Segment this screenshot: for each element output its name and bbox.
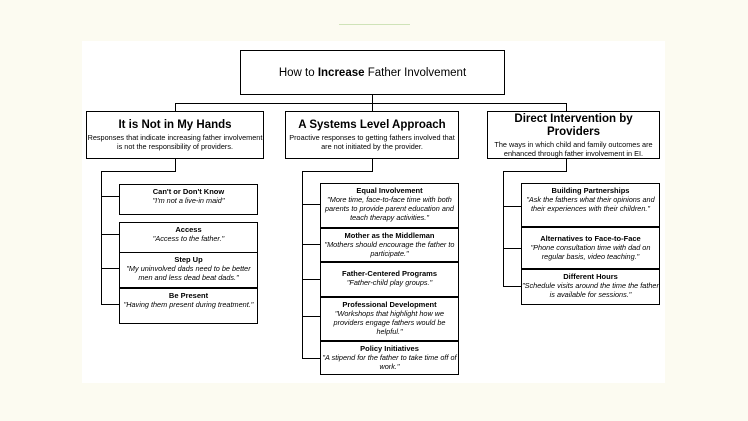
column-header-not-in-my-hands: It is Not in My Hands Responses that ind… — [86, 111, 264, 159]
column-description: Proactive responses to getting fathers i… — [289, 133, 455, 151]
column-heading: It is Not in My Hands — [118, 119, 232, 131]
item-quote: "Schedule visits around the time the fat… — [522, 281, 659, 299]
connector-col2-item4 — [302, 316, 320, 317]
item-title: Equal Involvement — [356, 186, 423, 195]
connector-col3-down — [566, 103, 567, 111]
connector-col2-down — [372, 103, 373, 111]
item-quote: "A stipend for the father to take time o… — [322, 353, 457, 371]
connector-col3-item3 — [503, 286, 521, 287]
connector-col1-head-stub — [101, 171, 175, 172]
column-description: Responses that indicate increasing fathe… — [87, 133, 263, 151]
connector-col1-item2 — [101, 234, 119, 235]
item-quote: "I'm not a live-in maid" — [152, 196, 225, 205]
connector-col1-item1 — [101, 196, 119, 197]
column-description: The ways in which child and family outco… — [494, 140, 653, 158]
connector-col3-item2 — [503, 248, 521, 249]
item-quote: "My uninvolved dads need to be better me… — [126, 264, 251, 282]
list-item: Equal Involvement "More time, face-to-fa… — [320, 183, 459, 228]
connector-col3-item1 — [503, 206, 521, 207]
item-title: Alternatives to Face-to-Face — [540, 234, 641, 243]
top-divider — [339, 24, 410, 25]
connector-col2-item3 — [302, 279, 320, 280]
connector-col2-spine — [302, 171, 303, 358]
connector-horizontal — [175, 103, 566, 104]
title-emphasis: Increase — [317, 66, 365, 79]
list-item: Be Present "Having them present during t… — [119, 288, 258, 324]
column-header-direct-intervention: Direct Intervention by Providers The way… — [487, 111, 660, 159]
item-title: Be Present — [168, 291, 209, 300]
item-quote: "Having them present during treatment." — [123, 300, 254, 309]
item-quote: "Workshops that highlight how we provide… — [333, 309, 446, 336]
connector-col1-item4 — [101, 304, 119, 305]
list-item: Access "Access to the father." — [119, 222, 258, 253]
connector-col3-spine — [503, 171, 504, 286]
list-item: Policy Initiatives "A stipend for the fa… — [320, 341, 459, 375]
item-quote: "Ask the fathers what their opinions and… — [526, 195, 655, 213]
item-title: Can't or Don't Know — [152, 187, 225, 196]
item-title: Building Partnerships — [551, 186, 630, 195]
item-quote: "Mothers should encourage the father to … — [324, 240, 455, 258]
connector-col3-head-stub — [503, 171, 566, 172]
list-item: Building Partnerships "Ask the fathers w… — [521, 183, 660, 227]
item-title: Different Hours — [563, 272, 618, 281]
connector-col2-head-stub-v — [372, 159, 373, 172]
connector-col1-item3 — [101, 268, 119, 269]
item-title: Access — [175, 225, 202, 234]
connector-col2-head-stub — [302, 171, 372, 172]
diagram-title: How to Increase Father Involvement — [279, 67, 466, 79]
connector-col2-item2 — [302, 244, 320, 245]
title-suffix: Father Involvement — [364, 66, 467, 79]
item-title: Mother as the Middleman — [344, 231, 435, 240]
list-item: Mother as the Middleman "Mothers should … — [320, 228, 459, 262]
item-title: Professional Development — [342, 300, 437, 309]
column-header-systems-level: A Systems Level Approach Proactive respo… — [285, 111, 459, 159]
diagram-title-box: How to Increase Father Involvement — [240, 50, 505, 95]
connector-col1-down — [175, 103, 176, 111]
connector-col3-head-stub-v — [566, 159, 567, 172]
list-item: Alternatives to Face-to-Face "Phone cons… — [521, 227, 660, 269]
item-quote: "Phone consultation time with dad on reg… — [530, 243, 651, 261]
list-item: Father-Centered Programs "Father-child p… — [320, 262, 459, 297]
item-quote: "More time, face-to-face time with both … — [324, 195, 454, 222]
list-item: Different Hours "Schedule visits around … — [521, 269, 660, 305]
connector-col2-item1 — [302, 204, 320, 205]
connector-root-down — [372, 95, 373, 103]
title-prefix: How to — [278, 66, 318, 79]
list-item: Professional Development "Workshops that… — [320, 297, 459, 341]
column-heading: Direct Intervention by Providers — [514, 113, 633, 138]
item-title: Policy Initiatives — [360, 344, 419, 353]
connector-col2-item5 — [302, 358, 320, 359]
item-title: Father-Centered Programs — [341, 269, 438, 278]
list-item: Can't or Don't Know "I'm not a live-in m… — [119, 184, 258, 215]
item-quote: "Access to the father." — [152, 234, 225, 243]
connector-col1-head-stub-v — [175, 159, 176, 172]
item-quote: "Father-child play groups." — [346, 278, 433, 287]
connector-col1-spine — [101, 171, 102, 304]
column-heading: A Systems Level Approach — [298, 119, 446, 131]
item-title: Step Up — [174, 255, 203, 264]
list-item: Step Up "My uninvolved dads need to be b… — [119, 252, 258, 288]
